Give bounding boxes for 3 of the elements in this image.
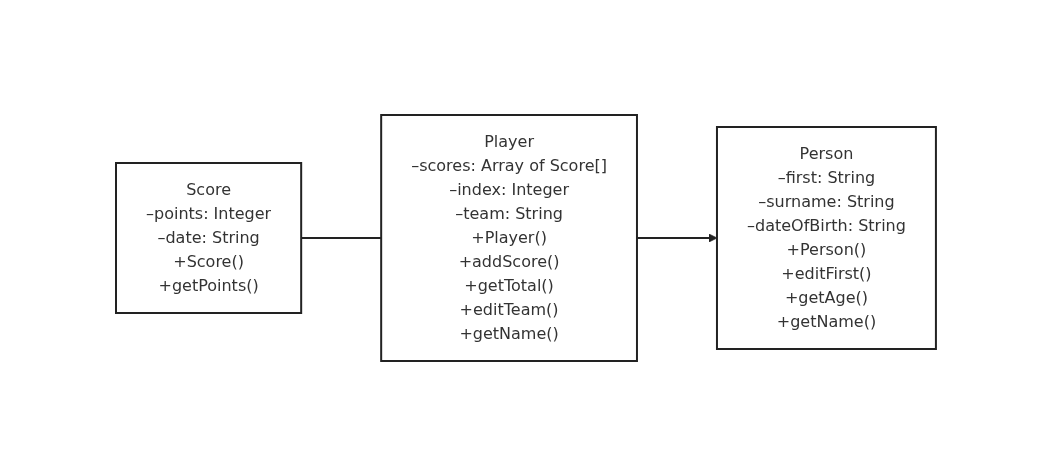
node-box: Person –first: String –surname: String –dateOfBirth: String +Person() +editFirst() +getAge() +getName() bbox=[715, 125, 937, 350]
node-box: Player –scores: Array of Score[] –index: Integer –team: String +Player() +addScore() +getTotal() +editTeam() +getName() bbox=[379, 113, 638, 362]
node-box: Score –points: Integer –date: String +Score() +getPoints() bbox=[114, 161, 302, 314]
